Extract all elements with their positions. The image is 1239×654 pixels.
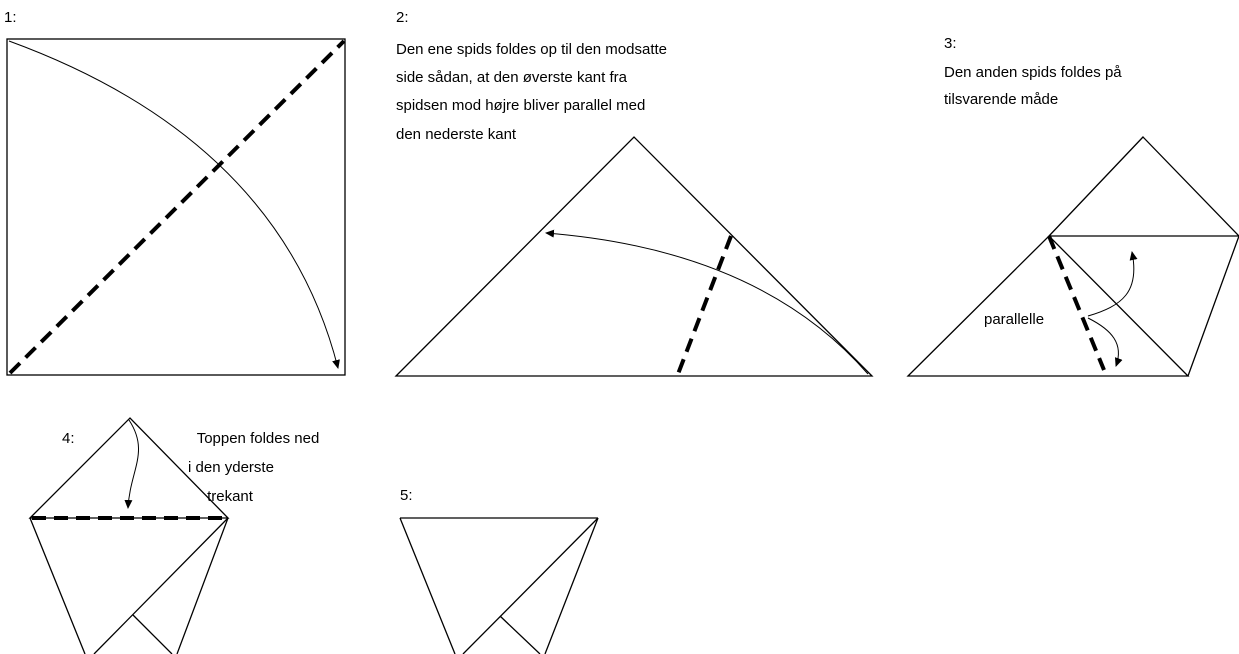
inner-fold-edge <box>93 517 229 654</box>
step-4-number: 4: <box>62 430 75 447</box>
left-edge <box>29 517 86 654</box>
step-4-text-line-2: i den yderste <box>188 459 274 476</box>
step-4: 4: Toppen foldes ned i den yderste treka… <box>28 417 320 654</box>
step-2-number: 2: <box>396 9 409 26</box>
step-2-text-line-2: side sådan, at den øverste kant fra <box>396 69 628 86</box>
diagonal-fold-line <box>8 39 346 375</box>
step-5-number: 5: <box>400 487 413 504</box>
fold-arrow <box>545 229 869 375</box>
paper-square <box>6 38 346 376</box>
fold-line <box>1047 235 1106 371</box>
right-edge <box>544 517 599 654</box>
inner-crease <box>132 614 173 654</box>
step-2-text-line-4: den nederste kant <box>396 126 517 143</box>
folded-edge <box>1187 235 1239 377</box>
step-2: 2: Den ene spids foldes op til den modsa… <box>394 9 874 377</box>
step-4-text-line-3: trekant <box>207 488 254 505</box>
paper-triangle <box>394 136 874 377</box>
step-4-text-line-1: Toppen foldes ned <box>197 430 320 447</box>
paper-lower-triangle <box>906 235 1190 377</box>
step-2-text-line-1: Den ene spids foldes op til den modsatte <box>396 41 667 58</box>
paper-upper-triangle <box>1048 136 1239 237</box>
parallel-label: parallelle <box>984 311 1044 328</box>
right-edge <box>176 517 229 654</box>
parallel-arrow-down <box>1087 317 1123 367</box>
step-3-text-line-2: tilsvarende måde <box>944 91 1058 108</box>
parallel-arrow-up <box>1087 251 1138 317</box>
left-edge <box>399 517 456 654</box>
step-2-text-line-3: spidsen mod højre bliver parallel med <box>396 97 645 114</box>
fold-arrow <box>8 40 340 369</box>
inner-fold-edge <box>462 517 599 654</box>
step-3: 3: Den anden spids foldes på tilsvarende… <box>906 35 1239 377</box>
step-3-text-line-1: Den anden spids foldes på <box>944 64 1122 81</box>
step-1-number: 1: <box>4 9 17 26</box>
fold-line <box>676 235 733 375</box>
step-1: 1: <box>4 9 346 376</box>
step-3-number: 3: <box>944 35 957 52</box>
step-5: 5: <box>399 487 599 654</box>
inner-crease <box>499 615 541 654</box>
fold-arrow <box>124 419 139 509</box>
